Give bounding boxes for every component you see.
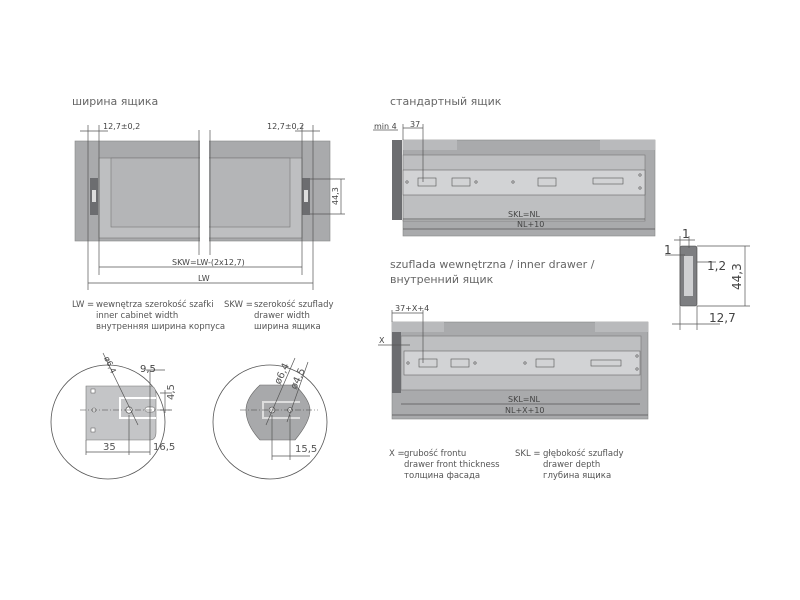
drawer-front — [392, 140, 402, 220]
width-legend: LW = wewnętrza szerokość szafki inner ca… — [72, 299, 334, 332]
skw-formula-label: SKW=LW-(2x12,7) — [172, 258, 245, 267]
standard-section-title: стандартный ящик — [390, 95, 502, 108]
slide-rail — [402, 169, 646, 196]
width-section-title: ширина ящика — [72, 95, 158, 108]
lw-label: LW — [198, 274, 210, 283]
nl-x-10-label: NL+X+10 — [505, 406, 545, 415]
legend-lw-ru: внутренняя ширина корпуса — [96, 322, 225, 332]
height-label: 44,3 — [331, 187, 340, 205]
inner-drawer-view: 37+X+4 X SKL=NL NL+X+10 — [378, 304, 649, 420]
standard-drawer-view: min 4 37 SKL=NL NL+10 — [373, 120, 656, 237]
legend-lw-en: inner cabinet width — [96, 311, 178, 321]
legend-x-key: X = — [389, 449, 405, 459]
min-4-label: min 4 — [374, 122, 397, 131]
detail-left-9-5: 9,5 — [140, 364, 156, 375]
x-label: X — [379, 336, 385, 345]
slide-cross-section: 1 1 1,2 44,3 12,7 — [664, 227, 750, 330]
inner-legend: X = grubość frontu drawer front thicknes… — [389, 448, 624, 481]
drawer-width-view: 12,7±0,2 12,7±0,2 44,3 SKW=LW-(2x12,7) L… — [74, 122, 345, 290]
detail-right-15-5: 15,5 — [295, 444, 317, 455]
offset-37-label: 37 — [410, 120, 420, 129]
tolerance-left-label: 12,7±0,2 — [103, 122, 140, 131]
section-height-44-3: 44,3 — [730, 263, 744, 290]
skl-label: SKL=NL — [508, 395, 540, 404]
mounting-detail-left: ø6,4 9,5 4,5 35 16,5 — [50, 352, 177, 480]
offset-37-x-4-label: 37+X+4 — [395, 304, 429, 313]
detail-left-4-5: 4,5 — [166, 384, 177, 400]
legend-skw-key: SKW = — [224, 300, 253, 310]
legend-x-en: drawer front thickness — [404, 460, 500, 470]
legend-x-pl: grubość frontu — [404, 448, 466, 459]
mounting-detail-right: ø6,4 ø4,5 15,5 — [212, 357, 328, 480]
legend-skw-pl: szerokość szuflady — [254, 299, 334, 310]
legend-skl-key: SKL = — [515, 449, 541, 459]
section-dim-1-side: 1 — [664, 243, 672, 257]
drawer-front — [392, 332, 401, 393]
inner-section-title-2: внутренний ящик — [390, 273, 494, 286]
legend-skw-ru: ширина ящика — [254, 322, 321, 332]
legend-lw-key: LW = — [72, 300, 94, 310]
slide-rail — [403, 350, 641, 376]
legend-skl-en: drawer depth — [543, 460, 600, 470]
legend-lw-pl: wewnętrza szerokość szafki — [96, 299, 214, 310]
inner-section-title-1: szuflada wewnętrzna / inner drawer / — [390, 258, 595, 271]
legend-skw-en: drawer width — [254, 311, 310, 321]
detail-left-16-5: 16,5 — [153, 442, 175, 453]
legend-x-ru: толщина фасада — [404, 471, 480, 481]
tolerance-right-label: 12,7±0,2 — [267, 122, 304, 131]
skl-label: SKL=NL — [508, 210, 540, 219]
legend-skl-ru: глубина ящика — [543, 471, 611, 481]
detail-left-35: 35 — [103, 442, 116, 453]
nl-10-label: NL+10 — [517, 220, 544, 229]
section-dim-1-top: 1 — [682, 227, 690, 241]
legend-skl-pl: głębokość szuflady — [543, 448, 624, 459]
section-width-12-7: 12,7 — [709, 311, 736, 325]
section-dim-1-2: 1,2 — [707, 259, 726, 273]
